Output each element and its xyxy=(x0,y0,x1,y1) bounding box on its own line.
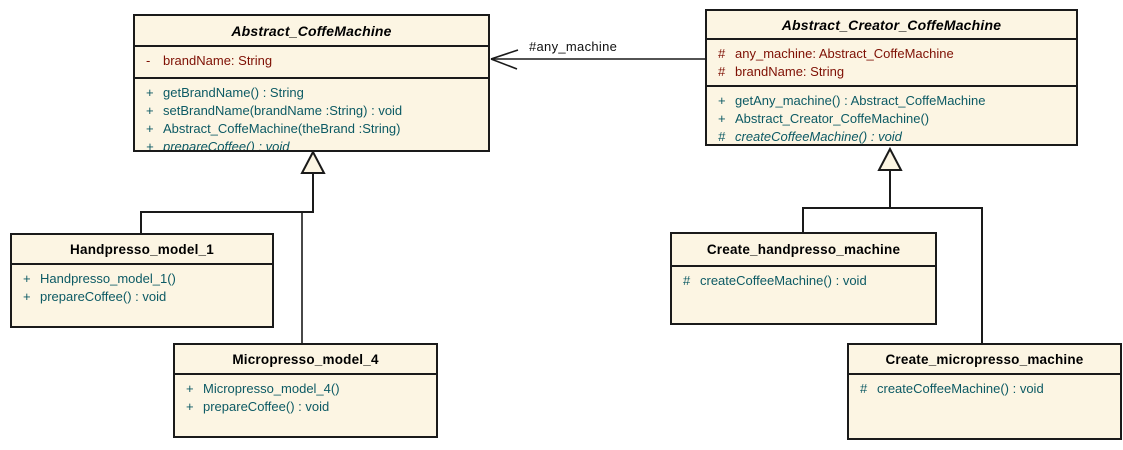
association-label: #any_machine xyxy=(529,39,618,54)
generalization-left-edges[interactable] xyxy=(140,149,326,344)
operations-compartment: + getBrandName() : String + setBrandName… xyxy=(135,77,488,150)
class-title: Abstract_Creator_CoffeMachine xyxy=(781,16,1002,33)
class-title: Create_micropresso_machine xyxy=(885,351,1084,367)
hollow-triangle-icon xyxy=(300,149,326,174)
class-abstract-creator-coffemachine[interactable]: Abstract_Creator_CoffeMachine # any_mach… xyxy=(705,9,1078,146)
operation-row: + Micropresso_model_4() xyxy=(186,381,340,396)
operation-row: # createCoffeeMachine() : void xyxy=(683,273,867,288)
operation-row: + Handpresso_model_1() xyxy=(23,271,176,286)
operation-row-abstract: # createCoffeeMachine() : void xyxy=(718,129,902,144)
class-title: Create_handpresso_machine xyxy=(706,242,901,257)
operation-row: + prepareCoffee() : void xyxy=(186,399,330,414)
attributes-compartment: - brandName: String xyxy=(135,45,488,77)
operation-row: + setBrandName(brandName :String) : void xyxy=(146,103,403,118)
operations-compartment: + Handpresso_model_1() + prepareCoffee()… xyxy=(12,263,272,326)
operations-compartment: # createCoffeeMachine() : void xyxy=(849,373,1120,438)
attributes-compartment: # any_machine: Abstract_CoffeMachine # b… xyxy=(707,38,1076,85)
class-handpresso-model-1[interactable]: Handpresso_model_1 + Handpresso_model_1(… xyxy=(10,233,274,328)
operation-row-abstract: + prepareCoffee() : void xyxy=(146,139,290,150)
attribute-row: - brandName: String xyxy=(146,53,273,68)
operations-compartment: + getAny_machine() : Abstract_CoffeMachi… xyxy=(707,85,1076,144)
operation-row: + Abstract_CoffeMachine(theBrand :String… xyxy=(146,121,401,136)
class-title: Handpresso_model_1 xyxy=(70,241,214,257)
hollow-triangle-icon xyxy=(877,146,903,171)
attribute-row: # brandName: String xyxy=(718,64,845,79)
association-any-machine-edge[interactable] xyxy=(490,49,705,70)
class-title: Micropresso_model_4 xyxy=(232,351,379,367)
operations-compartment: # createCoffeeMachine() : void xyxy=(672,265,935,323)
generalization-right-edges[interactable] xyxy=(802,146,983,344)
class-create-handpresso-machine[interactable]: Create_handpresso_machine # createCoffee… xyxy=(670,232,937,325)
class-micropresso-model-4[interactable]: Micropresso_model_4 + Micropresso_model_… xyxy=(173,343,438,438)
class-abstract-coffemachine[interactable]: Abstract_CoffeMachine - brandName: Strin… xyxy=(133,14,490,152)
class-create-micropresso-machine[interactable]: Create_micropresso_machine # createCoffe… xyxy=(847,343,1122,440)
operation-row: + Abstract_Creator_CoffeMachine() xyxy=(718,111,930,126)
operation-row: + prepareCoffee() : void xyxy=(23,289,167,304)
operation-row: + getBrandName() : String xyxy=(146,85,304,100)
operations-compartment: + Micropresso_model_4() + prepareCoffee(… xyxy=(175,373,436,436)
class-title: Abstract_CoffeMachine xyxy=(231,22,392,39)
attribute-row: # any_machine: Abstract_CoffeMachine xyxy=(718,46,954,61)
operation-row: # createCoffeeMachine() : void xyxy=(860,381,1044,396)
operation-row: + getAny_machine() : Abstract_CoffeMachi… xyxy=(718,93,986,108)
